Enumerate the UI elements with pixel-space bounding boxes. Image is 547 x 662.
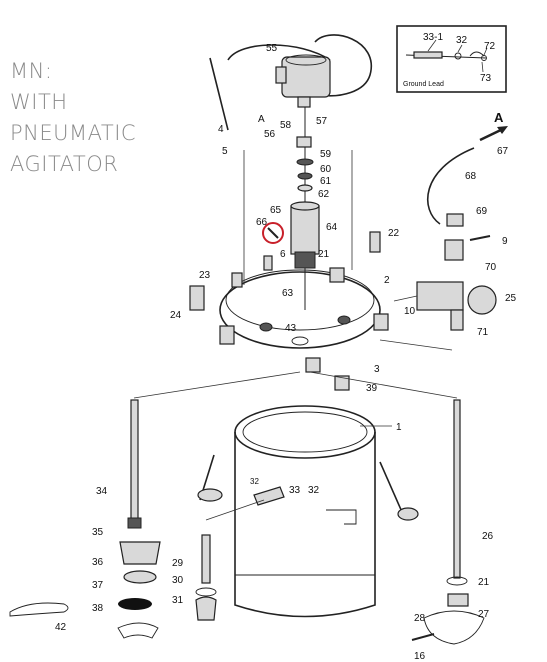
part-label: 66 xyxy=(256,217,268,228)
part-label: 16 xyxy=(414,651,426,662)
ground-lead-label: Ground Lead xyxy=(403,81,444,88)
part-label: 23 xyxy=(199,270,211,281)
part-number-labels: 55 4 5 A 58 57 56 59 60 61 62 65 66 64 2… xyxy=(55,43,517,662)
part-label: 22 xyxy=(388,228,400,239)
arrow-label: A xyxy=(494,110,504,125)
air-motor xyxy=(209,34,373,131)
part-label: 35 xyxy=(92,527,104,538)
part-label: 32 xyxy=(308,485,320,496)
inset-label: 32 xyxy=(456,35,468,46)
part-label: 31 xyxy=(172,595,184,606)
part-label: 67 xyxy=(497,146,509,157)
regulator-assembly xyxy=(416,147,497,331)
part-label: 55 xyxy=(266,43,278,54)
part-label: 10 xyxy=(404,306,416,317)
part-label: A xyxy=(258,114,265,125)
part-label: 38 xyxy=(92,603,104,614)
part-label: 56 xyxy=(264,129,276,140)
part-label: 32 xyxy=(250,477,259,486)
part-label: 57 xyxy=(316,116,328,127)
part-label: 2 xyxy=(384,275,390,286)
part-label: 9 xyxy=(502,236,508,247)
part-label: 25 xyxy=(505,293,517,304)
part-label: 24 xyxy=(170,310,182,321)
inset-label: 33-1 xyxy=(423,32,443,43)
part-label: 6 xyxy=(280,249,286,260)
part-label: 58 xyxy=(280,120,292,131)
agitator-shaft-stack xyxy=(262,107,320,310)
agitator-shaft-left xyxy=(9,399,161,639)
part-label: 64 xyxy=(326,222,338,233)
part-label: 37 xyxy=(92,580,104,591)
part-label: 4 xyxy=(218,124,224,135)
part-label: 1 xyxy=(396,422,402,433)
ground-lead-inset: 33-1 32 72 73 Ground Lead xyxy=(396,25,507,93)
caption-line: MN: xyxy=(10,59,53,83)
part-label: 34 xyxy=(96,486,108,497)
part-label: 62 xyxy=(318,189,330,200)
part-label: 33 xyxy=(289,485,301,496)
part-label: 21 xyxy=(318,249,330,260)
part-label: 30 xyxy=(172,575,184,586)
leader-lines xyxy=(133,150,458,521)
inset-label: 72 xyxy=(484,41,496,52)
part-label: 68 xyxy=(465,171,477,182)
part-label: 61 xyxy=(320,176,332,187)
part-label: 70 xyxy=(485,262,497,273)
part-label: 27 xyxy=(478,609,490,620)
part-label: 39 xyxy=(366,383,378,394)
part-label: 5 xyxy=(222,146,228,157)
caption-line: PNEUMATIC xyxy=(10,121,137,145)
part-label: 69 xyxy=(476,206,488,217)
part-label: 63 xyxy=(282,288,294,299)
part-label: 60 xyxy=(320,164,332,175)
part-label: 65 xyxy=(270,205,282,216)
part-label: 28 xyxy=(414,613,426,624)
agitator-shaft-right xyxy=(411,399,485,645)
part-label: 29 xyxy=(172,558,184,569)
part-label: 3 xyxy=(374,364,380,375)
agitator-caption: MN: WITH PNEUMATIC AGITATOR xyxy=(10,56,136,180)
air-inlet-arrow: A xyxy=(479,110,508,142)
part-label: 42 xyxy=(55,622,67,633)
part-label: 59 xyxy=(320,149,332,160)
part-label: 36 xyxy=(92,557,104,568)
pressure-tank xyxy=(197,405,419,618)
caption-line: WITH xyxy=(10,90,68,114)
part-label: 71 xyxy=(477,327,489,338)
part-label: 43 xyxy=(285,323,297,334)
caption-line: AGITATOR xyxy=(10,152,119,176)
highlight-circle xyxy=(262,222,284,244)
part-label: 21 xyxy=(478,577,490,588)
part-label: 26 xyxy=(482,531,494,542)
inset-label: 73 xyxy=(480,73,492,84)
tank-lid xyxy=(219,267,389,373)
